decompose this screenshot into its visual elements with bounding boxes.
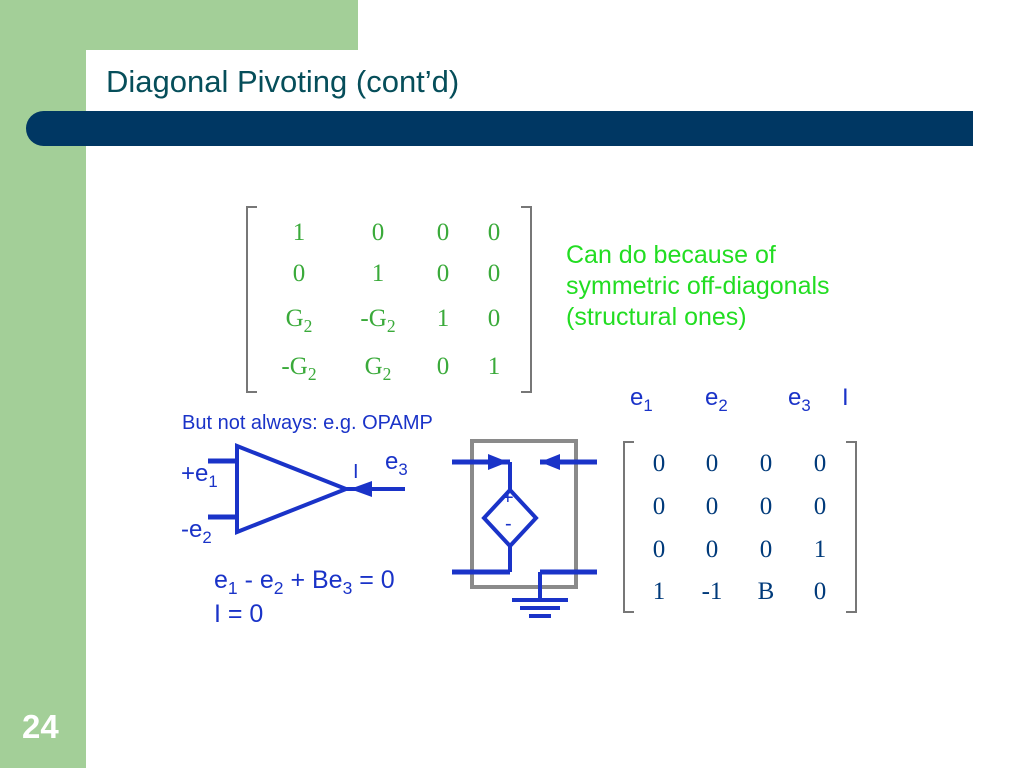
title-band — [26, 111, 973, 146]
matrix1-cell: 0 — [436, 219, 450, 246]
note-line-2: symmetric off-diagonals — [566, 272, 830, 300]
matrix1-cell: 1 — [292, 219, 306, 246]
matrix-bracket-right — [521, 206, 532, 393]
matrix2-cell: 0 — [652, 536, 666, 563]
matrix2-cell: 0 — [705, 493, 719, 520]
matrix1-cell: 1 — [487, 353, 501, 380]
matrix2-column-header: e1 — [630, 384, 653, 415]
note-line-1: Can do because of — [566, 241, 776, 269]
opamp-triangle — [235, 443, 352, 535]
matrix-bracket-left — [246, 206, 257, 393]
arrow-right-icon — [488, 454, 508, 470]
model-box — [470, 439, 578, 589]
matrix2-cell: 0 — [813, 493, 827, 520]
matrix2-cell: 0 — [705, 450, 719, 477]
matrix2-column-header: e3 — [788, 384, 811, 415]
matrix1-cell: 0 — [436, 260, 450, 287]
matrix2-cell: 1 — [652, 578, 666, 605]
top-frame-bar — [0, 0, 358, 50]
matrix2-cell: 0 — [652, 493, 666, 520]
matrix2-cell: 0 — [759, 450, 773, 477]
matrix2-cell: 0 — [652, 450, 666, 477]
matrix1-cell: 0 — [487, 305, 501, 332]
slide-title: Diagonal Pivoting (cont’d) — [106, 64, 460, 99]
matrix1-cell: 0 — [487, 260, 501, 287]
label-minus-e2: -e2 — [181, 516, 212, 547]
matrix2-bracket-left — [623, 441, 634, 613]
matrix2-cell: 0 — [813, 578, 827, 605]
source-plus-sign: + — [502, 487, 514, 509]
matrix2-cell: 0 — [759, 493, 773, 520]
matrix2-cell: 1 — [813, 536, 827, 563]
label-plus-e1: +e1 — [181, 460, 218, 491]
equation-line-1: e1 - e2 + Be3 = 0 — [214, 566, 395, 598]
note-line-3: (structural ones) — [566, 303, 747, 331]
matrix2-column-header: e2 — [705, 384, 728, 415]
matrix1-cell: 0 — [487, 219, 501, 246]
matrix2-cell: 0 — [705, 536, 719, 563]
label-current-i: I — [353, 461, 359, 483]
matrix1-cell: 1 — [436, 305, 450, 332]
current-arrow-icon — [350, 481, 372, 497]
source-minus-sign: - — [505, 513, 512, 535]
matrix1-cell: -G2 — [360, 305, 396, 336]
matrix1-cell: 0 — [292, 260, 306, 287]
label-e3: e3 — [385, 448, 408, 479]
matrix1-cell: 0 — [371, 219, 385, 246]
slide-number: 24 — [22, 708, 59, 745]
matrix1-cell: G2 — [364, 353, 392, 384]
matrix2-cell: 0 — [759, 536, 773, 563]
frame-corner — [86, 50, 146, 110]
matrix2-cell: 0 — [813, 450, 827, 477]
matrix2-bracket-right — [846, 441, 857, 613]
explanation-note: Can do because of symmetric off-diagonal… — [566, 240, 830, 333]
matrix1-cell: G2 — [285, 305, 313, 336]
matrix2-column-header: I — [842, 384, 849, 411]
matrix1-cell: 1 — [371, 260, 385, 287]
arrow-left-icon — [540, 454, 560, 470]
matrix1-cell: -G2 — [281, 353, 317, 384]
matrix2-cell: B — [757, 578, 775, 605]
matrix1-cell: 0 — [436, 353, 450, 380]
opamp-caption: But not always: e.g. OPAMP — [182, 412, 433, 434]
matrix2-cell: -1 — [701, 578, 723, 605]
equation-line-2: I = 0 — [214, 600, 264, 628]
